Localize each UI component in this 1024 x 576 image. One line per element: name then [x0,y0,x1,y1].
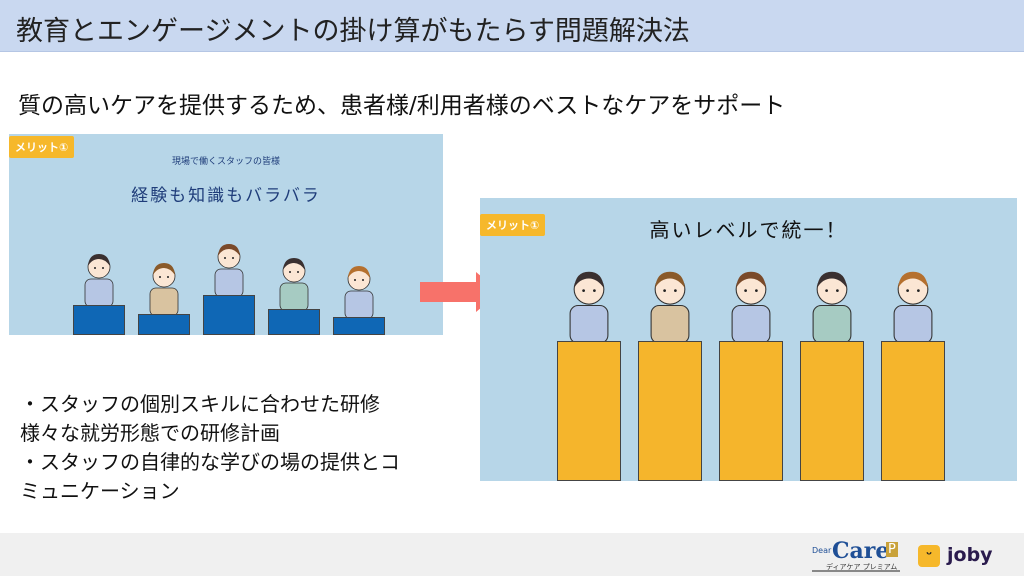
logo-kana: ディアケア プレミアム [826,563,898,571]
joby-logo: joby [947,544,993,566]
merit-badge: メリット① [480,214,546,236]
panel-title: 高いレベルで統一！ [649,218,848,242]
staff-person-icon [274,253,314,312]
staff-person-icon [643,265,697,345]
subtitle: 質の高いケアを提供するため、患者様/利用者様のベストなケアをサポート [18,93,786,119]
staff-person-icon [562,265,616,345]
merit-badge: メリット① [9,136,75,158]
staff-person-icon [805,265,859,345]
dear-care-logo: Dear Care P ディアケア プレミアム [812,538,900,572]
level-bar [333,317,385,335]
staff-person-icon [209,239,249,298]
level-bar [73,304,125,335]
footer [0,533,1024,576]
level-bar [557,341,621,481]
logo-main: Care [832,538,890,564]
logo-prefix: Dear [812,546,832,555]
staff-person-icon [79,249,119,308]
staff-person-icon [724,265,778,345]
logo-badge: P [886,542,898,557]
after-illustration: メリット① 高いレベルで統一！ [480,198,1017,481]
staff-person-icon [339,261,379,320]
panel-title: 経験も知識もバラバラ [131,186,321,206]
staff-person-icon [144,258,184,317]
bullet-item: ・スタッフの個別スキルに合わせた研修 [20,392,380,416]
bullet-item: ミュニケーション [20,479,180,503]
level-bar [638,341,702,481]
joby-smile-icon: ᵕ [918,545,940,567]
bullet-item: 様々な就労形態での研修計画 [20,421,280,445]
panel-caption: 現場で働くスタッフの皆様 [171,157,280,167]
before-illustration: メリット① 現場で働くスタッフの皆様 経験も知識もバラバラ [9,134,443,335]
level-bar [719,341,783,481]
header-bar: 教育とエンゲージメントの掛け算がもたらす問題解決法 [0,0,1024,52]
level-bar [268,308,320,335]
bullet-list: ・スタッフの個別スキルに合わせた研修 様々な就労形態での研修計画 ・スタッフの自… [20,390,400,506]
staff-person-icon [886,265,940,345]
page-title: 教育とエンゲージメントの掛け算がもたらす問題解決法 [16,16,690,47]
level-bar [203,295,255,335]
level-bar [800,341,864,481]
level-bar [881,341,945,481]
bullet-item: ・スタッフの自律的な学びの場の提供とコ [20,450,400,474]
level-bar [138,314,190,335]
